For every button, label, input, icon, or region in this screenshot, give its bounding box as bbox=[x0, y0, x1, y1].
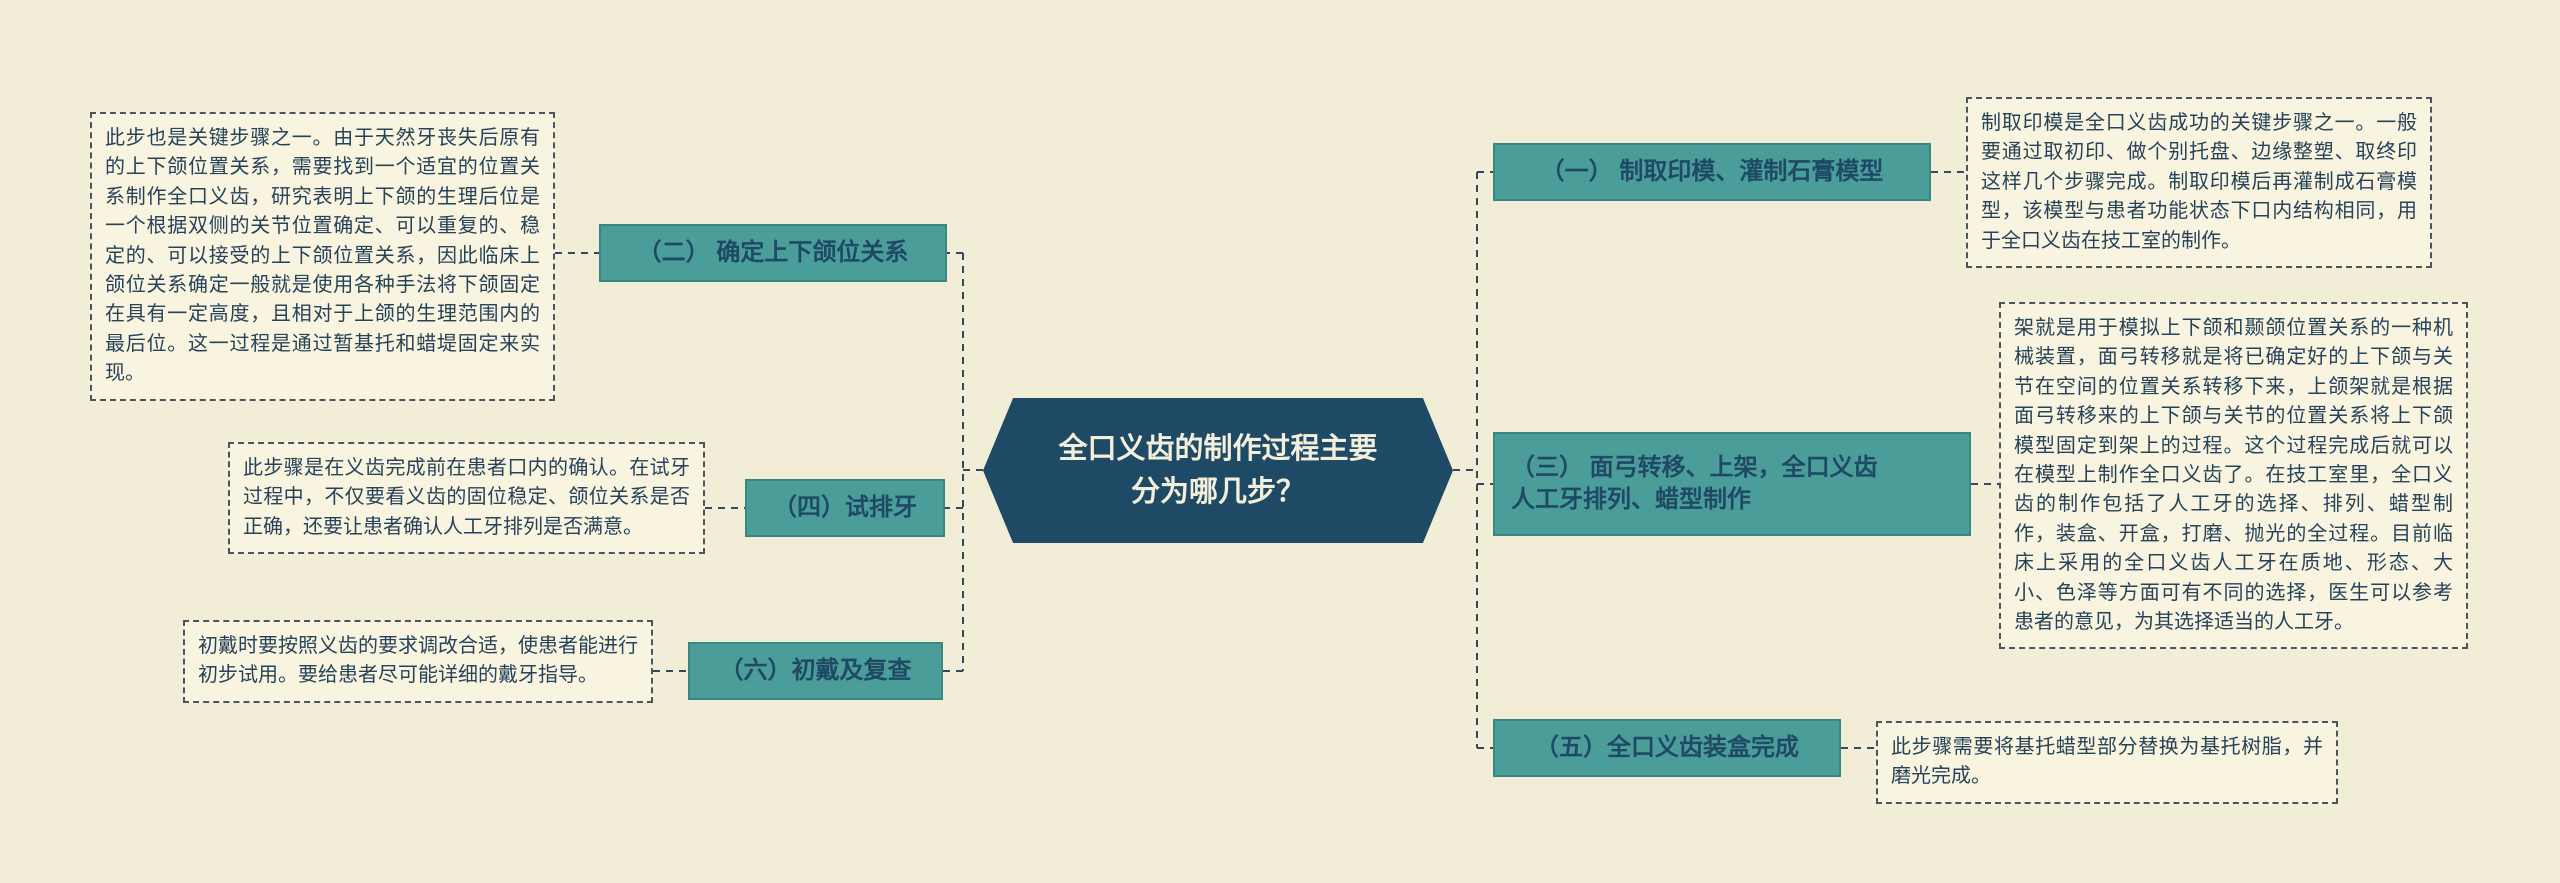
central-topic-node[interactable]: 全口义齿的制作过程主要 分为哪几步？ bbox=[983, 398, 1453, 543]
branch-node-step6[interactable]: （六）初戴及复查 bbox=[688, 642, 943, 700]
note-step2: 此步也是关键步骤之一。由于天然牙丧失后原有的上下颌位置关系，需要找到一个适宜的位… bbox=[90, 112, 555, 401]
note-step4: 此步骤是在义齿完成前在患者口内的确认。在试牙过程中，不仅要看义齿的固位稳定、颌位… bbox=[228, 442, 705, 555]
note-step6: 初戴时要按照义齿的要求调改合适，使患者能进行初步试用。要给患者尽可能详细的戴牙指… bbox=[183, 620, 653, 703]
branch-node-step5[interactable]: （五）全口义齿装盒完成 bbox=[1493, 719, 1841, 777]
branch-node-step1[interactable]: （一） 制取印模、灌制石膏模型 bbox=[1493, 143, 1931, 201]
note-step3: 架就是用于模拟上下颌和颞颌位置关系的一种机械装置，面弓转移就是将已确定好的上下颌… bbox=[1999, 302, 2468, 650]
note-step1: 制取印模是全口义齿成功的关键步骤之一。一般要通过取初印、做个别托盘、边缘整塑、取… bbox=[1966, 97, 2432, 268]
branch-node-step2[interactable]: （二） 确定上下颌位关系 bbox=[599, 224, 947, 282]
branch-node-step3[interactable]: （三） 面弓转移、上架，全口义齿 人工牙排列、蜡型制作 bbox=[1493, 432, 1971, 536]
note-step5: 此步骤需要将基托蜡型部分替换为基托树脂，并磨光完成。 bbox=[1876, 721, 2338, 804]
branch-node-step4[interactable]: （四）试排牙 bbox=[745, 479, 945, 537]
